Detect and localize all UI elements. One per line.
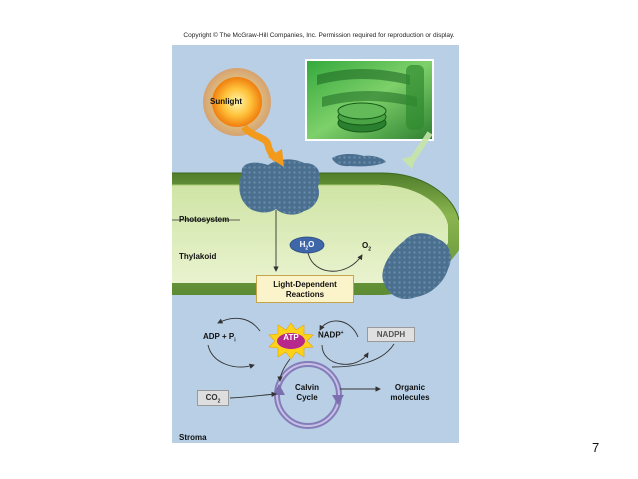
small-protein (332, 153, 386, 167)
atp-label: ATP (283, 333, 299, 342)
calvin-cycle-ring (273, 361, 344, 429)
light-dependent-reactions-box: Light-Dependent Reactions (256, 275, 354, 303)
calvin-cycle-label: Calvin Cycle (282, 383, 332, 403)
atp-to-calvin-arrow (277, 358, 291, 382)
chloroplast-photo (305, 59, 434, 141)
co2-box: CO2 (197, 390, 229, 406)
adp-label: ADP + Pi (203, 332, 236, 344)
co2-to-calvin-arrow (229, 391, 277, 399)
stroma-label: Stroma (179, 433, 207, 442)
atp-burst (268, 322, 314, 360)
calvin-line1: Calvin (294, 383, 319, 392)
calvin-line2: Cycle (296, 393, 318, 402)
thylakoid-label: Thylakoid (179, 252, 217, 261)
photosystem-label: Photosystem (179, 215, 230, 224)
atp-cycle-top-arrow (217, 317, 261, 332)
nadph-box: NADPH (367, 327, 415, 342)
atp-cycle-bottom-arrow (207, 344, 255, 369)
water-oval (289, 236, 325, 254)
sunlight-label: Sunlight (210, 97, 242, 106)
nadp-cycle-bottom-arrow (321, 344, 369, 365)
organic-molecules-label: Organic molecules (384, 383, 436, 403)
water-to-oxygen-arrow (307, 252, 363, 272)
sunlight-arrow (241, 124, 279, 162)
photosystem-protein (239, 159, 320, 215)
oxygen-label: O2 (362, 241, 372, 253)
organic-line2: molecules (390, 393, 430, 402)
nadph-to-calvin-line (331, 343, 395, 368)
ldr-line1: Light-Dependent (273, 280, 337, 289)
organic-line1: Organic (394, 383, 426, 392)
page-number: 7 (592, 440, 600, 455)
nadp-label: NADP+ (318, 330, 344, 340)
water-label: H2O (299, 240, 315, 252)
photosynthesis-diagram (172, 59, 459, 429)
atp-synthase-protein (382, 233, 451, 300)
nadp-cycle-top-arrow (319, 320, 359, 338)
sun-icon (203, 68, 271, 136)
copyright-notice: Copyright © The McGraw-Hill Companies, I… (183, 32, 455, 39)
ldr-line2: Reactions (285, 290, 325, 299)
